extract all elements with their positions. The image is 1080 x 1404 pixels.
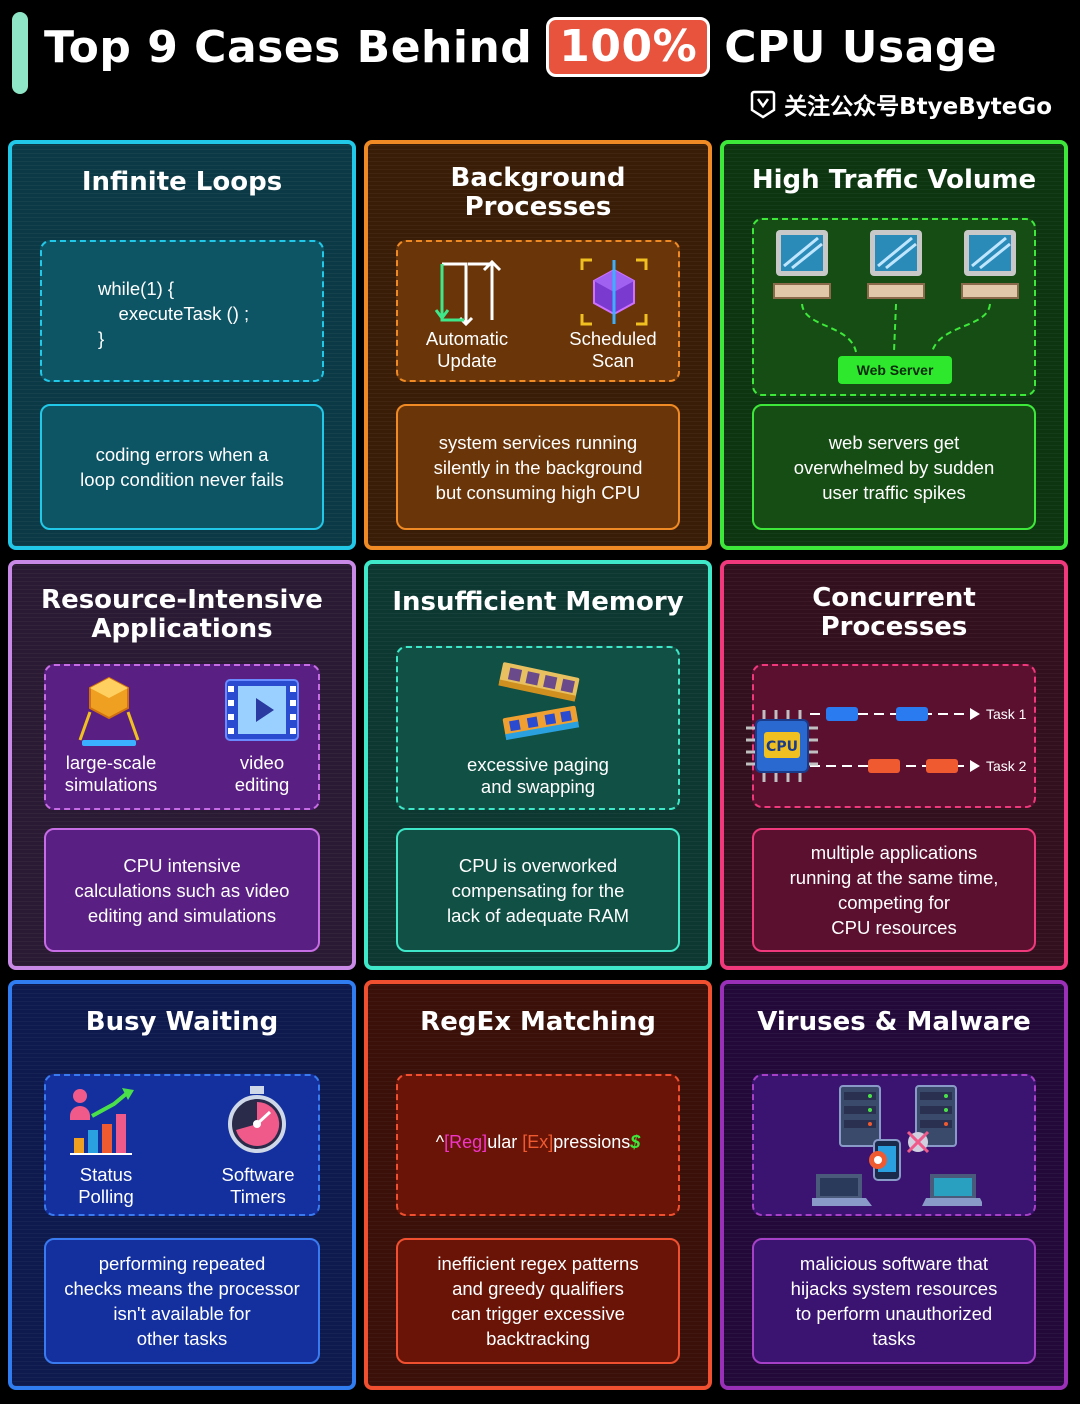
card-description: web servers get overwhelmed by sudden us… xyxy=(752,404,1036,530)
title-after: CPU Usage xyxy=(724,21,998,73)
card-infinite-loops: Infinite Loops while(1) { executeTask ()… xyxy=(8,140,356,550)
regex-example: ^[Reg]ular [Ex]pressions$ xyxy=(398,1132,678,1153)
card-description: performing repeated checks means the pro… xyxy=(44,1238,320,1364)
label-software-timers: Software Timers xyxy=(221,1164,295,1207)
card-busy-waiting: Busy Waiting Status Polling Software Tim… xyxy=(8,980,356,1390)
illustration-panel: ^[Reg]ular [Ex]pressions$ xyxy=(396,1074,680,1216)
card-title: RegEx Matching xyxy=(420,1007,656,1037)
regex-end-anchor: $ xyxy=(630,1132,641,1152)
illustration-panel: Task 1 Task 2 xyxy=(752,664,1036,808)
card-background-processes: Background Processes Automatic Update Sc… xyxy=(364,140,712,550)
card-title: Background Processes xyxy=(450,163,626,222)
label-video-editing: video editing xyxy=(234,752,290,795)
connection-lines xyxy=(801,303,991,353)
card-title: Concurrent Processes xyxy=(812,583,976,642)
task-1-label: Task 1 xyxy=(986,706,1027,722)
loop-arrows-icon xyxy=(434,260,502,326)
card-description: CPU is overworked compensating for the l… xyxy=(396,828,680,952)
brand-text: 关注公众号BtyeByteGo xyxy=(784,94,1052,120)
card-description: multiple applications running at the sam… xyxy=(752,828,1036,952)
illustration-panel: Automatic Update Scheduled Scan xyxy=(396,240,680,382)
ram-stick-icon xyxy=(498,662,580,741)
server-rack-icon xyxy=(839,1085,881,1147)
label-paging-swapping: excessive paging and swapping xyxy=(467,754,609,797)
card-description: inefficient regex patterns and greedy qu… xyxy=(396,1238,680,1364)
card-title: High Traffic Volume xyxy=(751,165,1037,195)
title-highlight: 100% xyxy=(546,17,711,77)
title-before: Top 9 Cases Behind xyxy=(44,21,533,73)
video-frame-icon xyxy=(225,679,299,741)
laptop-icon xyxy=(922,1174,982,1206)
regex-text-pressions: pressions xyxy=(553,1132,631,1152)
card-title: Resource-Intensive Applications xyxy=(41,585,323,644)
code-snippet: while(1) { executeTask () ; } xyxy=(98,278,250,349)
computer-icon xyxy=(773,230,831,299)
computer-icon xyxy=(867,230,925,299)
server-rack-icon xyxy=(915,1085,957,1147)
chart-person-icon xyxy=(70,1088,134,1155)
card-title: Infinite Loops xyxy=(81,167,283,197)
virus-icon xyxy=(869,1151,887,1169)
task-2-label: Task 2 xyxy=(986,758,1027,774)
regex-text-ular: ular xyxy=(487,1132,523,1152)
card-title: Viruses & Malware xyxy=(757,1007,1031,1037)
stopwatch-icon xyxy=(228,1086,286,1153)
illustration-panel: large-scale simulations video editing xyxy=(44,664,320,810)
cpu-chip-label: CPU xyxy=(766,739,798,755)
hologram-cube-icon xyxy=(78,676,140,746)
card-description: coding errors when a loop condition neve… xyxy=(40,404,324,530)
card-description: system services running silently in the … xyxy=(396,404,680,530)
task-lines xyxy=(810,707,980,773)
web-server-badge: Web Server xyxy=(838,356,952,384)
card-high-traffic-volume: High Traffic Volume Web Server web serve… xyxy=(720,140,1068,550)
regex-group-ex: [Ex] xyxy=(522,1132,554,1152)
label-automatic-update: Automatic Update xyxy=(425,328,509,371)
card-resource-intensive-applications: Resource-Intensive Applications large-sc… xyxy=(8,560,356,970)
cpu-chip-icon: CPU xyxy=(746,710,818,782)
card-viruses-malware: Viruses & Malware xyxy=(720,980,1068,1390)
header: Top 9 Cases Behind 100% CPU Usage 关注公众号B… xyxy=(0,0,1080,135)
code-panel: while(1) { executeTask () ; } xyxy=(40,240,324,382)
brand-logo-icon xyxy=(750,90,776,119)
regex-caret: ^ xyxy=(435,1132,445,1152)
illustration-panel: excessive paging and swapping xyxy=(396,646,680,810)
card-insufficient-memory: Insufficient Memory excessive paging and… xyxy=(364,560,712,970)
laptop-icon xyxy=(812,1174,872,1206)
label-large-scale-simulations: large-scale simulations xyxy=(64,752,158,795)
scan-cube-icon xyxy=(580,258,648,326)
illustration-panel: Status Polling Software Timers xyxy=(44,1074,320,1216)
computer-icon xyxy=(961,230,1019,299)
card-title: Busy Waiting xyxy=(85,1007,279,1037)
card-description: malicious software that hijacks system r… xyxy=(752,1238,1036,1364)
regex-group-reg: [Reg] xyxy=(444,1132,488,1152)
card-concurrent-processes: Concurrent Processes Task 1 Task 2 CPU m… xyxy=(720,560,1068,970)
card-title: Insufficient Memory xyxy=(392,587,684,617)
label-scheduled-scan: Scheduled Scan xyxy=(569,328,657,371)
card-description: CPU intensive calculations such as video… xyxy=(44,828,320,952)
brand: 关注公众号BtyeByteGo xyxy=(750,86,1052,122)
illustration-panel xyxy=(752,1074,1036,1216)
malware-network-illustration xyxy=(812,1085,982,1206)
page-title: Top 9 Cases Behind 100% CPU Usage xyxy=(44,14,997,80)
label-status-polling: Status Polling xyxy=(78,1164,134,1207)
network-hub-icon xyxy=(906,1130,930,1154)
header-accent-bar xyxy=(12,12,28,94)
illustration-panel: Web Server xyxy=(752,218,1036,396)
card-regex-matching: RegEx Matching ^[Reg]ular [Ex]pressions$… xyxy=(364,980,712,1390)
